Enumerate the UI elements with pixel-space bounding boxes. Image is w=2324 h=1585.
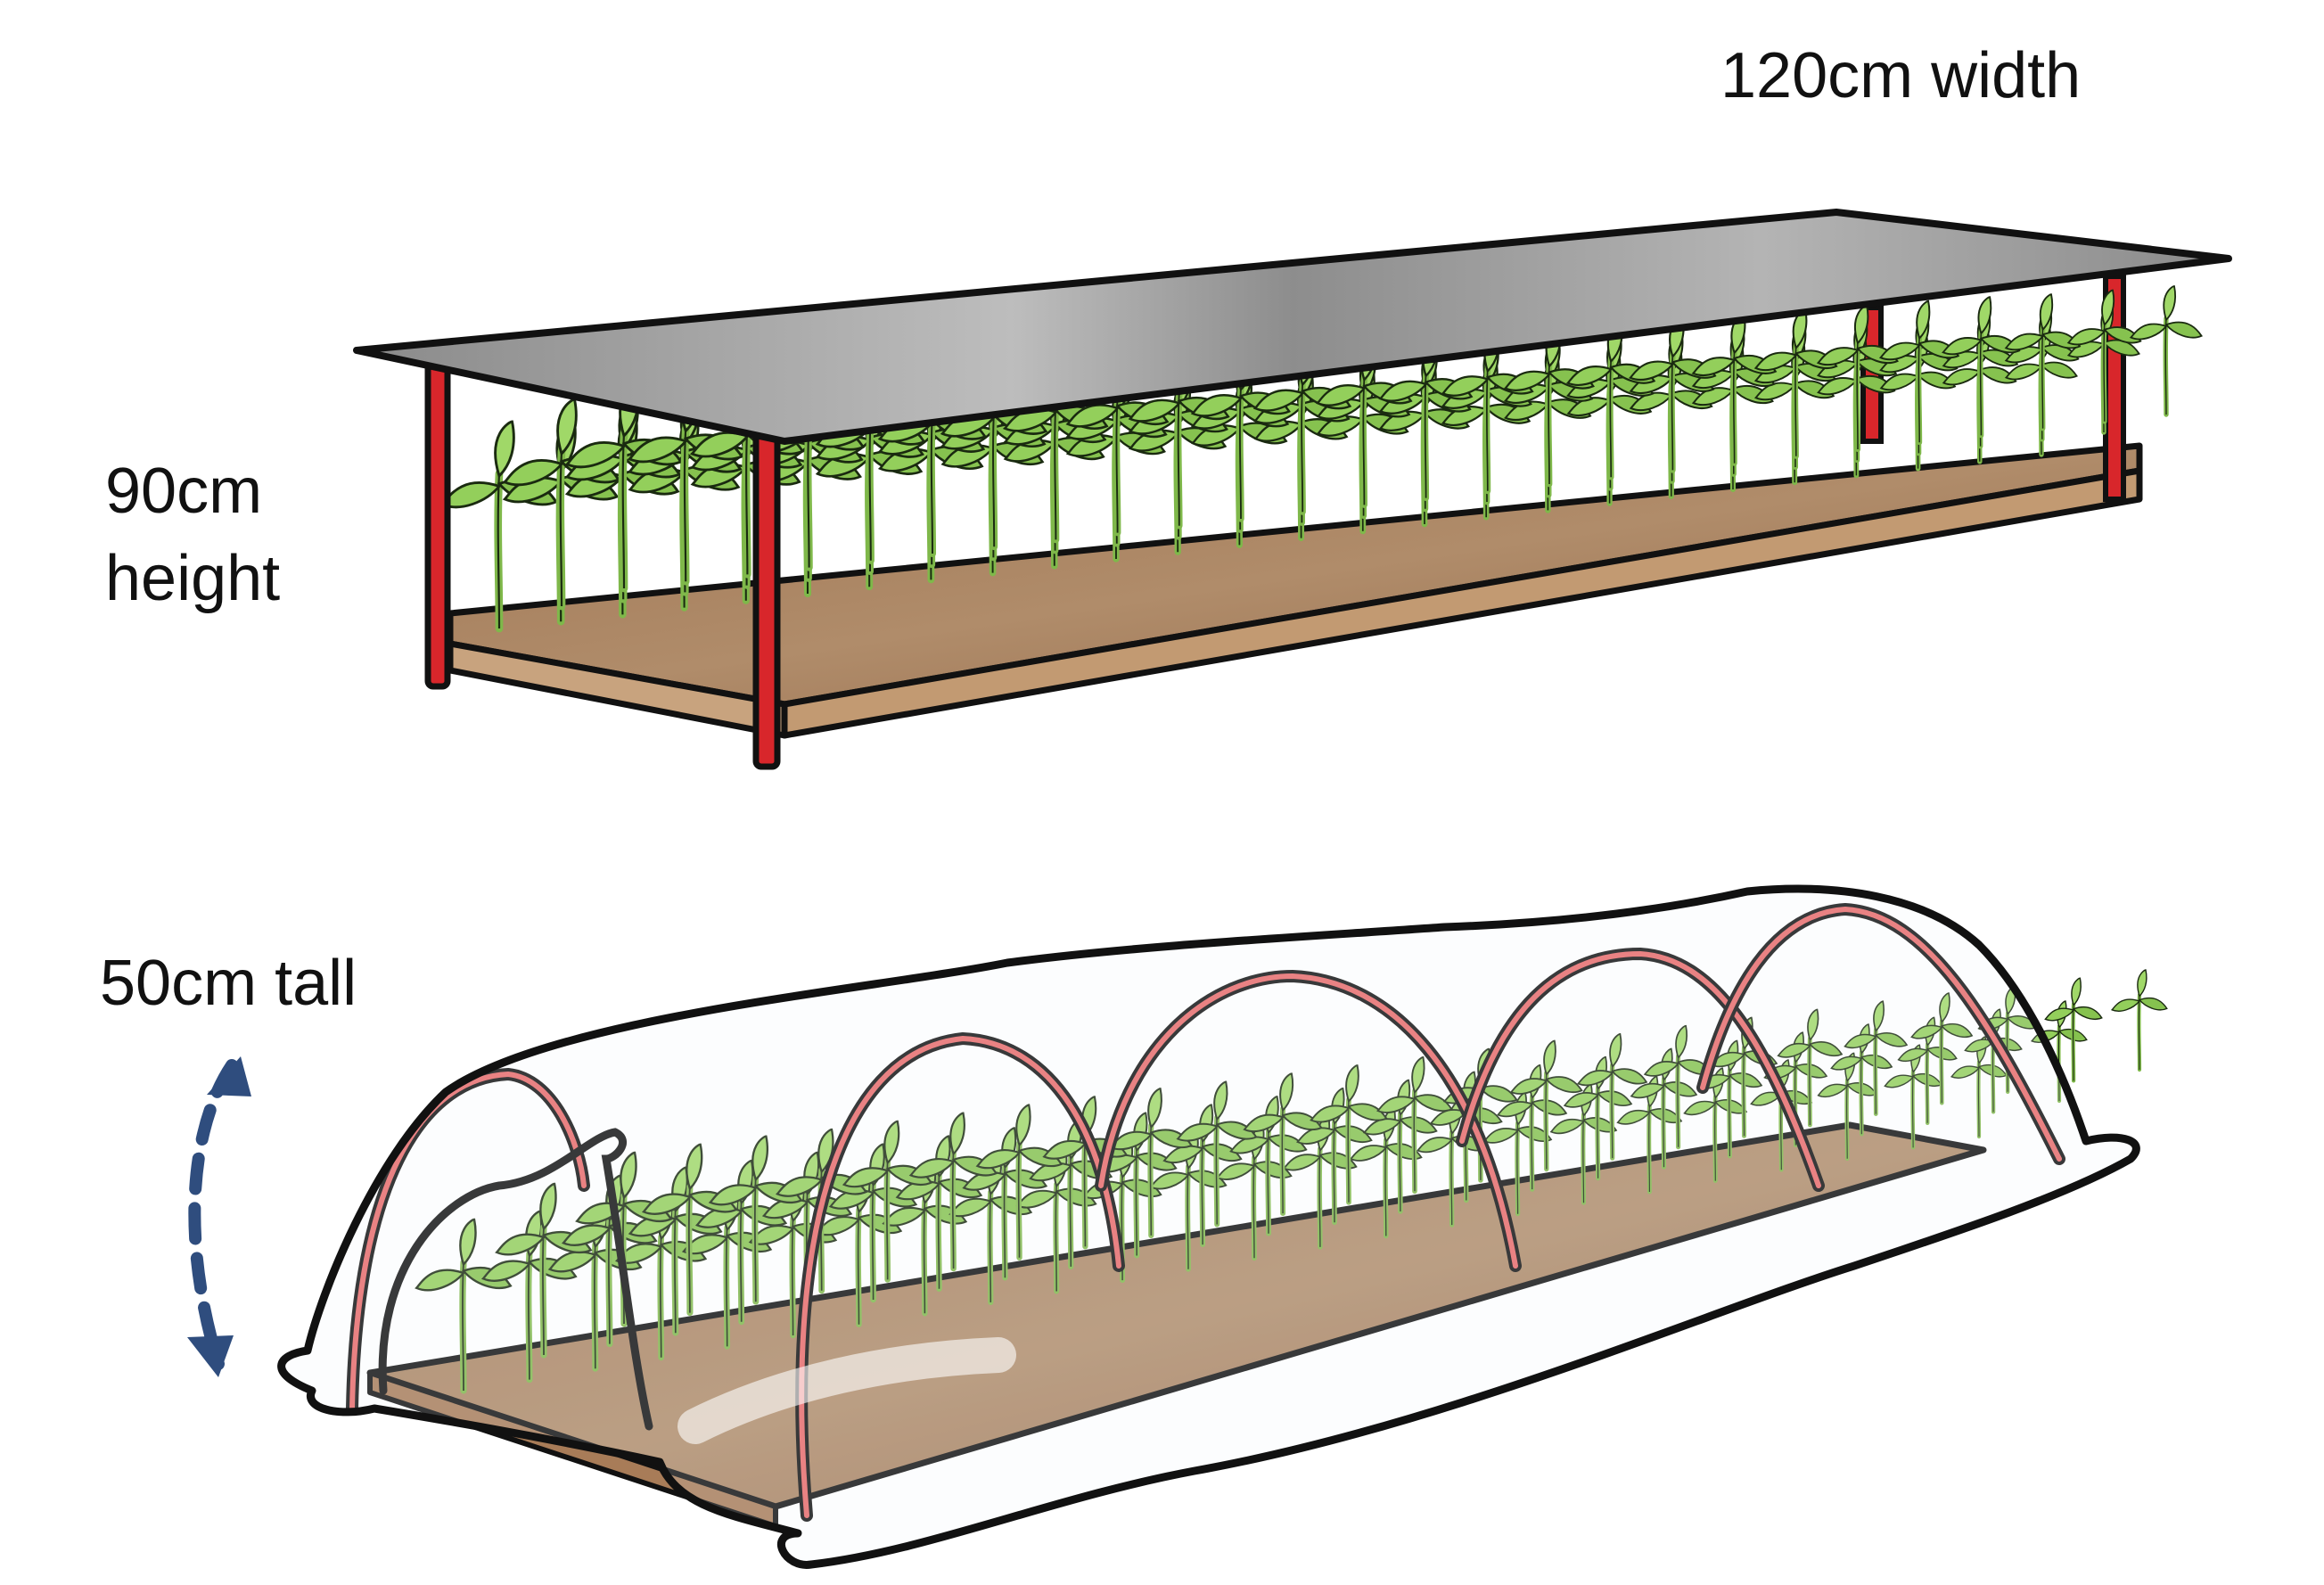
shade-roof xyxy=(353,209,2232,445)
tunnel-hoops xyxy=(346,902,2065,1522)
tunnel-netting xyxy=(277,884,2140,1569)
tall-label: 50cm tall xyxy=(100,948,357,1019)
width-label: 120cm width xyxy=(1720,40,2082,111)
top-front-leg-middle xyxy=(752,423,781,770)
raised-bed-with-roof xyxy=(353,209,2232,770)
height-label: 90cm height xyxy=(105,456,281,614)
seedling xyxy=(2131,286,2201,415)
hoop-tunnel xyxy=(277,884,2167,1569)
seedling xyxy=(2112,970,2167,1070)
tunnel-door-flap xyxy=(378,1128,653,1431)
top-bed-side-edge xyxy=(781,467,2143,739)
curved-double-arrow-icon xyxy=(187,1056,251,1377)
seedling xyxy=(442,422,556,628)
netting-highlight xyxy=(677,1337,1016,1444)
top-front-leg-left xyxy=(424,357,451,690)
